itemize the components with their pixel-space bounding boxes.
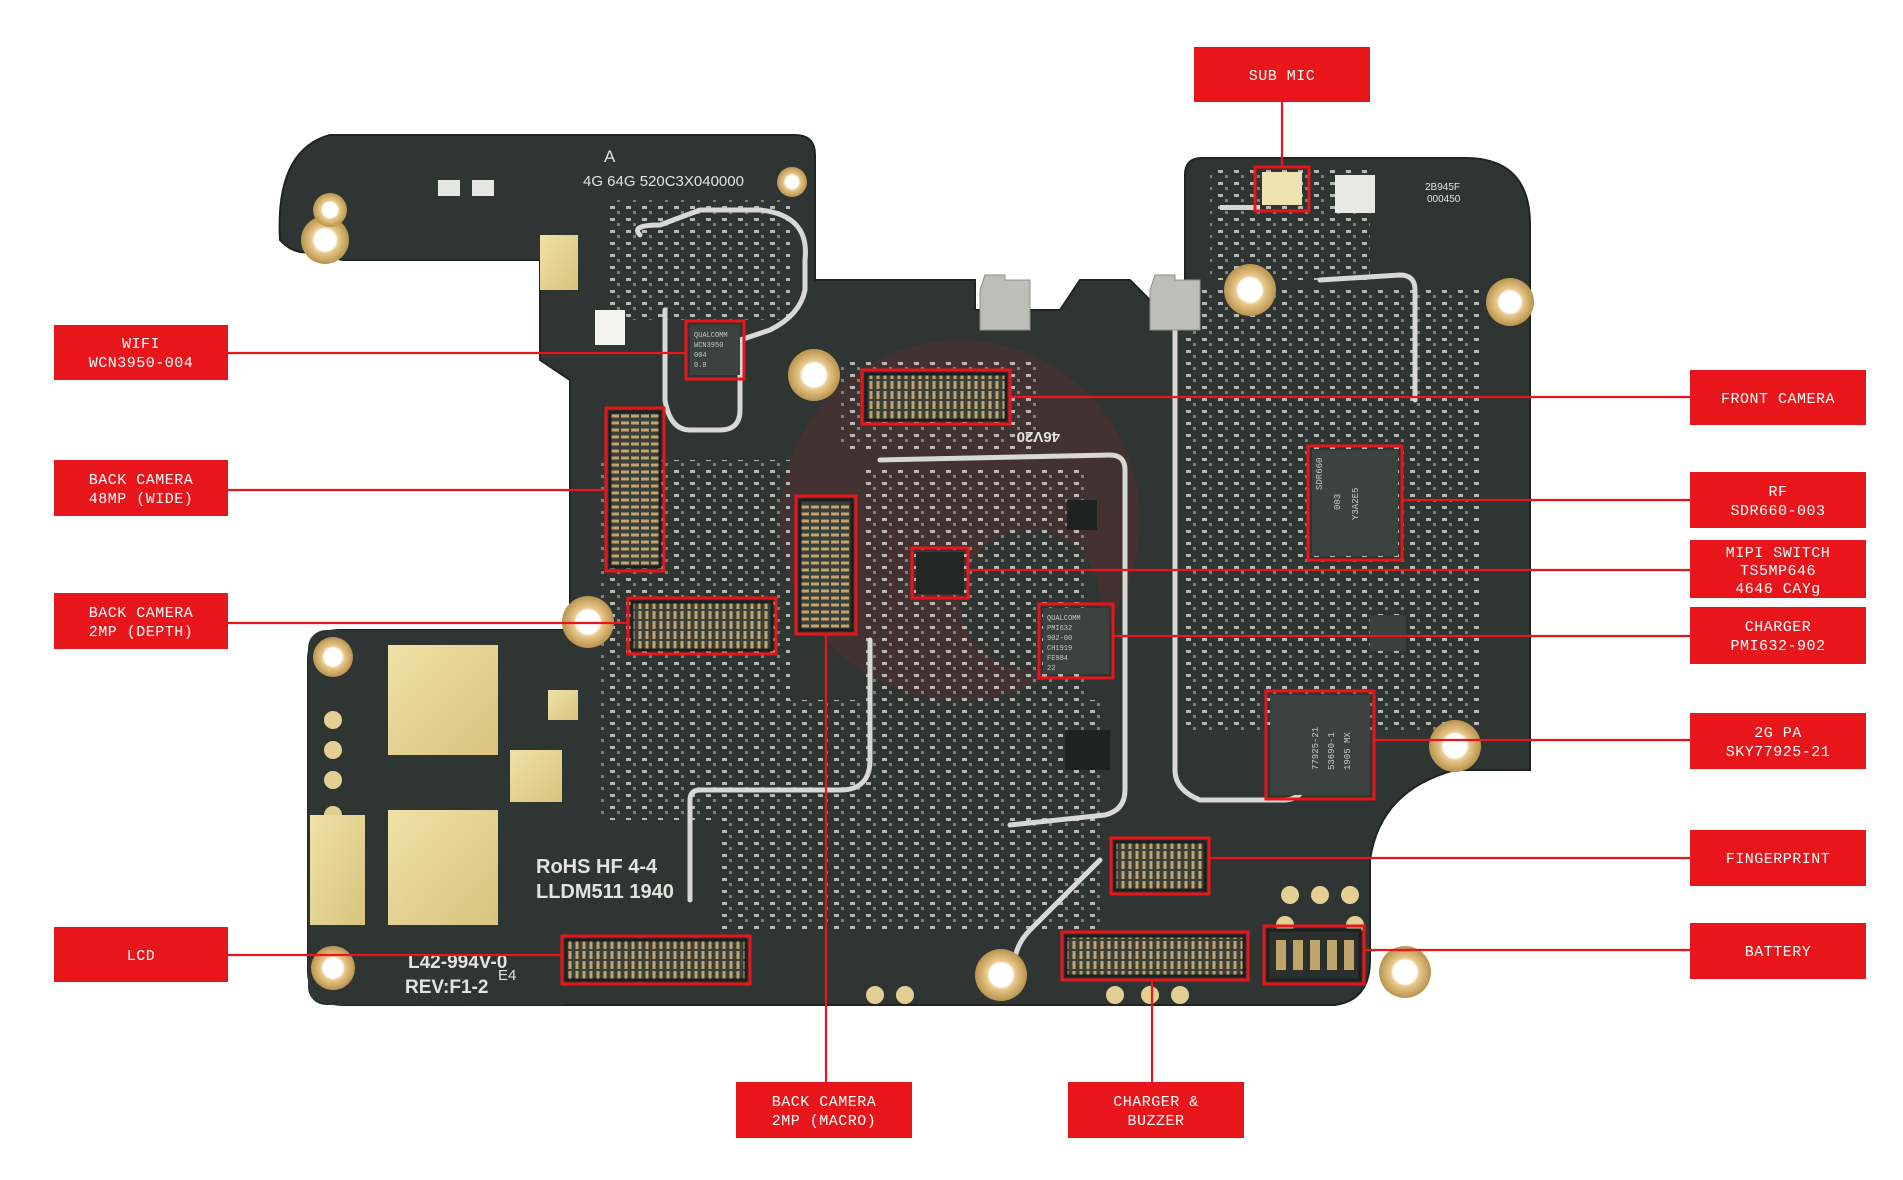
label-back-cam-wide: BACK CAMERA 48MP (WIDE)	[54, 460, 228, 516]
label-back-cam-macro: BACK CAMERA 2MP (MACRO)	[736, 1082, 912, 1138]
label-front-camera-line1: FRONT CAMERA	[1721, 391, 1835, 408]
chip-charger-pmi: QUALCOMM PMI632 902-00 CH1919 FE984 22	[1043, 608, 1109, 674]
connector-battery	[1266, 928, 1362, 982]
svg-text:WCN3950: WCN3950	[694, 342, 723, 350]
label-wifi: WIFI WCN3950-004	[54, 325, 228, 380]
svg-text:QUALCOMM: QUALCOMM	[1047, 615, 1081, 623]
mounting-holes	[301, 167, 1534, 1001]
svg-text:Y3A2E5: Y3A2E5	[1351, 488, 1361, 520]
label-lcd-line1: LCD	[127, 948, 156, 965]
label-back-cam-wide-line1: BACK CAMERA	[89, 472, 194, 489]
highlight-rf	[1306, 444, 1404, 562]
label-charger: CHARGER PMI632-902	[1690, 607, 1866, 664]
chip-sub-mic	[1262, 172, 1302, 205]
svg-text:LLDM511 1940: LLDM511 1940	[536, 881, 674, 903]
label-rf-line1: RF	[1768, 484, 1787, 501]
svg-text:E4: E4	[498, 967, 516, 984]
label-back-cam-depth-line2: 2MP (DEPTH)	[89, 624, 194, 641]
label-mipi-switch: MIPI SWITCH TS5MP646 4646 CAYg	[1690, 540, 1866, 598]
label-sub-mic: SUB MIC	[1194, 47, 1370, 102]
label-charger-line2: PMI632-902	[1730, 638, 1825, 655]
misc-chips	[1065, 175, 1406, 770]
connector-wide-cam	[608, 410, 662, 569]
label-charger-buzzer-line1: CHARGER &	[1113, 1094, 1199, 1111]
chip-mipi-switch	[916, 552, 964, 594]
svg-text:77925-21: 77925-21	[1311, 727, 1321, 770]
highlight-wifi	[684, 319, 746, 381]
svg-text:FE984: FE984	[1047, 655, 1068, 663]
label-mipi-switch-line3: 4646 CAYg	[1735, 581, 1821, 598]
connector-depth-cam	[630, 600, 774, 652]
chip-2g-pa: 77925-21 53690-1 1905 MX	[1270, 695, 1370, 795]
label-charger-buzzer-line2: BUZZER	[1127, 1113, 1184, 1130]
label-back-cam-wide-line2: 48MP (WIDE)	[89, 491, 194, 508]
label-back-cam-depth: BACK CAMERA 2MP (DEPTH)	[54, 593, 228, 649]
svg-text:0.8: 0.8	[694, 362, 707, 370]
label-charger-line1: CHARGER	[1745, 619, 1812, 636]
label-2g-pa: 2G PA SKY77925-21	[1690, 713, 1866, 769]
svg-text:22: 22	[1047, 665, 1055, 673]
highlight-lcd	[560, 934, 752, 986]
connector-lcd	[564, 938, 748, 982]
label-sub-mic-line1: SUB MIC	[1249, 68, 1316, 85]
highlight-charger-pmi	[1037, 602, 1115, 680]
svg-text:003: 003	[1333, 494, 1343, 510]
chip-rf: SDR660 003 Y3A2E5	[1312, 450, 1398, 556]
label-back-cam-depth-line1: BACK CAMERA	[89, 605, 194, 622]
label-rf: RF SDR660-003	[1690, 472, 1866, 528]
label-battery-line1: BATTERY	[1745, 944, 1812, 961]
svg-text:PMI632: PMI632	[1047, 625, 1072, 633]
svg-text:4G 64G 520C3X040000: 4G 64G 520C3X040000	[583, 173, 744, 190]
label-wifi-line2: WCN3950-004	[89, 355, 194, 372]
silkscreen: A 4G 64G 520C3X040000 RoHS HF 4-4 LLDM51…	[405, 147, 1461, 998]
label-mipi-switch-line2: TS5MP646	[1740, 563, 1816, 580]
svg-text:REV:F1-2: REV:F1-2	[405, 977, 488, 998]
label-rf-line2: SDR660-003	[1730, 503, 1825, 520]
svg-text:2B945F: 2B945F	[1425, 182, 1460, 193]
svg-text:RoHS HF 4-4: RoHS HF 4-4	[536, 856, 658, 878]
connector-macro-cam	[798, 498, 854, 632]
connector-fingerprint	[1113, 840, 1207, 892]
svg-text:000450: 000450	[1427, 194, 1461, 205]
highlight-back-cam-depth	[626, 596, 778, 656]
svg-text:004: 004	[694, 352, 707, 360]
chip-wifi: QUALCOMM WCN3950 004 0.8	[690, 325, 740, 375]
svg-text:46V20: 46V20	[1017, 428, 1060, 445]
svg-text:1905 MX: 1905 MX	[1343, 732, 1353, 770]
label-2g-pa-line2: SKY77925-21	[1726, 744, 1831, 761]
label-2g-pa-line1: 2G PA	[1754, 725, 1802, 742]
metal-clips	[438, 180, 1201, 331]
highlight-2g-pa	[1264, 689, 1376, 801]
svg-text:CH1919: CH1919	[1047, 645, 1072, 653]
highlight-boxes	[560, 165, 1404, 986]
label-fingerprint-line1: FINGERPRINT	[1726, 851, 1831, 868]
highlight-fingerprint	[1109, 836, 1211, 896]
label-front-camera: FRONT CAMERA	[1690, 370, 1866, 425]
highlight-mipi-switch	[910, 546, 970, 600]
label-wifi-line1: WIFI	[122, 336, 160, 353]
highlight-charger-buzzer	[1060, 930, 1250, 982]
svg-text:L42-994V-0: L42-994V-0	[408, 952, 507, 973]
label-back-cam-macro-line1: BACK CAMERA	[772, 1094, 877, 1111]
label-battery: BATTERY	[1690, 923, 1866, 979]
svg-text:53690-1: 53690-1	[1327, 732, 1337, 770]
svg-text:SDR660: SDR660	[1315, 458, 1325, 490]
connector-charger	[1064, 934, 1246, 978]
label-back-cam-macro-line2: 2MP (MACRO)	[772, 1113, 877, 1130]
svg-text:A: A	[604, 147, 616, 166]
highlight-battery	[1262, 924, 1366, 986]
label-charger-buzzer: CHARGER & BUZZER	[1068, 1082, 1244, 1138]
svg-text:QUALCOMM: QUALCOMM	[694, 332, 728, 340]
label-mipi-switch-line1: MIPI SWITCH	[1726, 545, 1831, 562]
leader-lines	[228, 102, 1690, 1082]
svg-text:902-00: 902-00	[1047, 635, 1072, 643]
label-fingerprint: FINGERPRINT	[1690, 830, 1866, 886]
connector-front-cam	[864, 372, 1008, 422]
label-lcd: LCD	[54, 927, 228, 982]
